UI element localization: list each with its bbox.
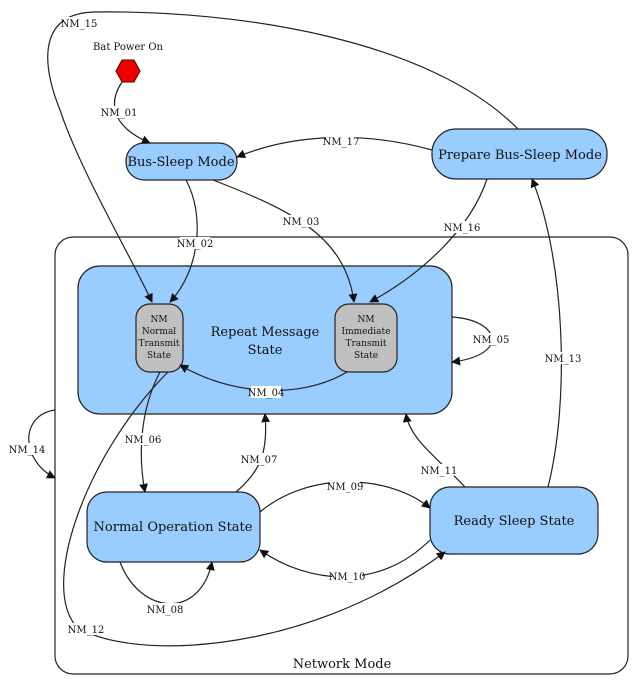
normal-transmit-line4: State (147, 351, 171, 361)
edge-nm11 (402, 413, 466, 488)
immediate-transmit-line3: Transmit (345, 339, 386, 349)
bus-sleep-mode-state (125, 142, 238, 181)
edge-label-nm05: NM_05 (473, 335, 510, 346)
edge-label-nm02: NM_02 (177, 239, 214, 250)
bus-sleep-mode-label: Bus-Sleep Mode (127, 155, 234, 170)
edge-label-nm01: NM_01 (101, 108, 138, 119)
edge-nm14 (28, 409, 56, 479)
immediate-transmit-state (334, 303, 398, 373)
edge-label-nm11: NM_11 (421, 466, 458, 477)
edge-label-nm16: NM_16 (444, 223, 481, 234)
ready-sleep-state (429, 486, 599, 555)
prepare-bus-sleep-state (431, 128, 608, 180)
normal-operation-state (86, 491, 261, 563)
edge-label-nm09: NM_09 (327, 482, 364, 493)
edge-label-nm07: NM_07 (241, 455, 278, 466)
normal-transmit-line1: NM (150, 315, 167, 325)
edge-label-nm10: NM_10 (329, 572, 366, 583)
edge-label-nm03: NM_03 (283, 217, 320, 228)
normal-operation-label: Normal Operation State (94, 520, 253, 535)
normal-transmit-line3: Transmit (138, 339, 179, 349)
ready-sleep-label: Ready Sleep State (454, 514, 575, 529)
edge-label-nm13: NM_13 (545, 354, 582, 365)
prepare-bus-sleep-label: Prepare Bus-Sleep Mode (438, 148, 602, 163)
immediate-transmit-line1: NM (357, 315, 374, 325)
edge-label-nm15: NM_15 (61, 19, 98, 30)
start-label: Bat Power On (93, 42, 163, 53)
edge-label-nm14: NM_14 (9, 445, 46, 456)
immediate-transmit-line2: Immediate (342, 327, 391, 337)
repeat-message-label-line1: Repeat Message (211, 325, 320, 340)
edge-nm06 (139, 371, 161, 493)
immediate-transmit-line4: State (354, 351, 378, 361)
edge-label-nm08: NM_08 (147, 605, 184, 616)
edge-nm16 (369, 178, 488, 303)
edge-nm13 (530, 178, 562, 488)
start-node (115, 59, 141, 83)
edge-label-nm12: NM_12 (68, 625, 105, 636)
edge-label-nm04: NM_04 (248, 388, 285, 399)
network-mode-label: Network Mode (293, 657, 392, 672)
edge-nm03 (212, 179, 358, 303)
normal-transmit-line2: Normal (142, 327, 176, 337)
edge-label-nm06: NM_06 (125, 435, 162, 446)
repeat-message-label-line2: State (248, 343, 283, 358)
edge-label-nm17: NM_17 (323, 137, 360, 148)
